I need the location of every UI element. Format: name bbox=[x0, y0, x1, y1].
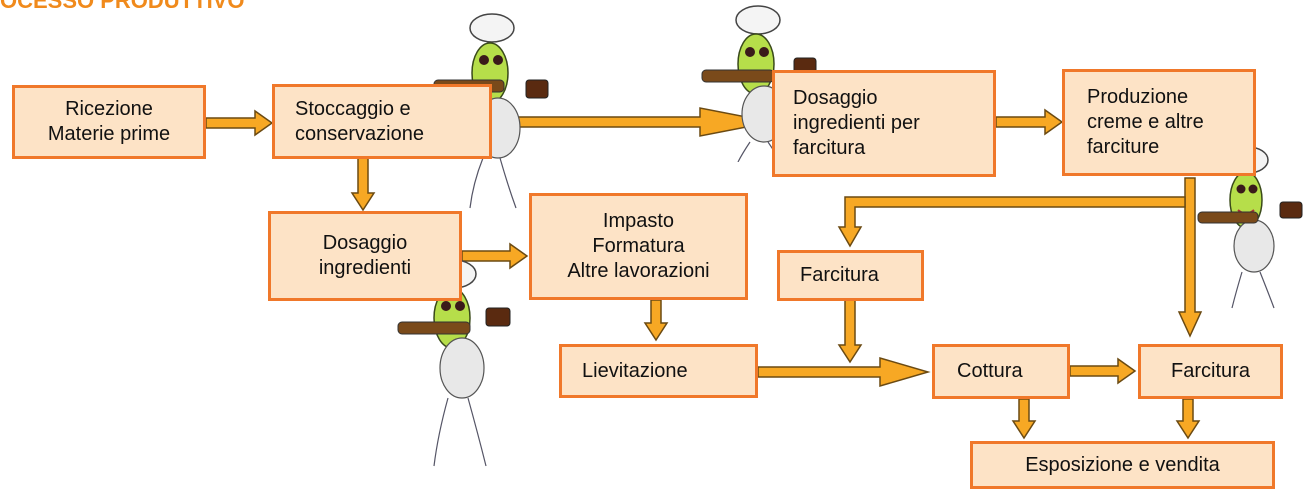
arrow-ricezione-to-stoccaggio bbox=[205, 109, 274, 137]
page-title: OCESSO PRODUTTIVO bbox=[0, 0, 245, 13]
node-stoccaggio: Stoccaggio e conservazione bbox=[272, 84, 492, 159]
node-esposizione: Esposizione e vendita bbox=[970, 441, 1275, 489]
arrow-produzione-to-farcitura-2 bbox=[1177, 177, 1203, 338]
arrow-dosaggio-farcitura-to-produzione bbox=[995, 108, 1064, 136]
node-lievitazione: Lievitazione bbox=[559, 344, 758, 398]
arrow-farcitura-1-down bbox=[837, 299, 863, 364]
node-dosaggio-farcitura: Dosaggio ingredienti per farcitura bbox=[772, 70, 996, 177]
arrow-impasto-to-lievitazione bbox=[643, 299, 669, 342]
arrow-branch-to-farcitura-1 bbox=[837, 196, 1186, 248]
node-ricezione: Ricezione Materie prime bbox=[12, 85, 206, 159]
node-impasto: Impasto Formatura Altre lavorazioni bbox=[529, 193, 748, 300]
node-dosaggio-ingredienti: Dosaggio ingredienti bbox=[268, 211, 462, 301]
arrow-dosaggio-ingredienti-to-impasto bbox=[461, 242, 529, 270]
arrow-lievitazione-to-cottura bbox=[757, 357, 931, 387]
arrow-farcitura-2-to-esposizione bbox=[1175, 398, 1201, 440]
arrow-cottura-to-esposizione bbox=[1011, 398, 1037, 440]
node-cottura: Cottura bbox=[932, 344, 1070, 399]
arrow-cottura-to-farcitura-2 bbox=[1069, 357, 1137, 385]
node-produzione-creme: Produzione creme e altre farciture bbox=[1062, 69, 1256, 176]
node-farcitura-2: Farcitura bbox=[1138, 344, 1283, 399]
fly-chef-icon bbox=[397, 259, 511, 467]
arrow-stoccaggio-to-dosaggio-ingredienti bbox=[350, 157, 376, 212]
node-farcitura-1: Farcitura bbox=[777, 250, 924, 301]
arrow-stoccaggio-to-dosaggio-farcitura bbox=[491, 107, 773, 137]
